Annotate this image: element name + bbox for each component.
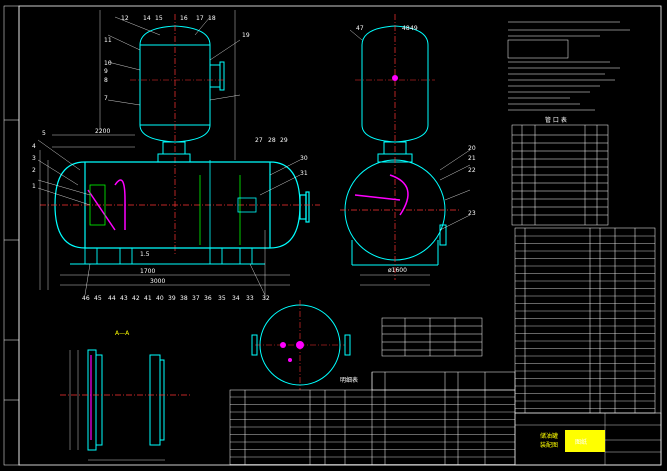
callout-1: 1 xyxy=(32,183,36,190)
callout-45: 45 xyxy=(94,295,102,302)
horizontal-vessel xyxy=(54,161,310,249)
callout-20: 20 xyxy=(468,145,476,152)
callout-2: 2 xyxy=(32,167,36,174)
title-stamp xyxy=(565,430,605,452)
callout-19: 19 xyxy=(242,32,250,39)
callout-35: 35 xyxy=(218,295,226,302)
callout-31: 31 xyxy=(300,170,308,177)
callout-40: 40 xyxy=(156,295,164,302)
callout-10: 10 xyxy=(104,60,112,67)
dim-width-text: 2200 xyxy=(95,128,110,135)
callout-15: 15 xyxy=(155,15,163,22)
callout-43: 43 xyxy=(120,295,128,302)
callout-16: 16 xyxy=(180,15,188,22)
callout-14: 14 xyxy=(143,15,151,22)
callouts-left: 5 4 3 2 1 xyxy=(32,130,46,190)
main-vessel-front-view: 3000 1700 2200 12 14 15 16 xyxy=(32,10,320,302)
callout-44: 44 xyxy=(108,295,116,302)
title-block-line1: 储油罐 xyxy=(540,432,558,440)
internal-details xyxy=(87,179,126,231)
callout-46: 46 xyxy=(82,295,90,302)
callout-49: 49 xyxy=(410,25,418,32)
callout-30: 30 xyxy=(300,155,308,162)
drawing-frame xyxy=(3,5,662,466)
callout-4: 4 xyxy=(32,143,36,150)
callout-3: 3 xyxy=(32,155,36,162)
title-block-line2: 装配图 xyxy=(540,441,558,449)
callout-29: 29 xyxy=(280,137,288,144)
callout-42: 42 xyxy=(132,295,140,302)
callout-11: 11 xyxy=(104,37,112,44)
callout-47: 47 xyxy=(356,25,364,32)
dimension-lines xyxy=(39,10,290,300)
design-data-table xyxy=(381,317,483,357)
callouts-top: 12 14 15 16 17 18 11 10 9 8 7 19 27 28 2… xyxy=(104,15,308,177)
saddle-supports xyxy=(70,247,265,265)
callout-18: 18 xyxy=(208,15,216,22)
parts-list-title: 明细表 xyxy=(340,376,358,384)
section-a-a: A—A xyxy=(60,330,190,461)
callout-leaders xyxy=(37,16,301,296)
callout-34: 34 xyxy=(232,295,240,302)
top-view-plate xyxy=(251,300,351,390)
callout-48: 48 xyxy=(402,25,410,32)
side-view: 47 48 49 20 21 22 23 ø1600 xyxy=(340,14,476,286)
dim-diameter-text: ø1600 xyxy=(388,267,407,274)
parts-list-right xyxy=(514,227,656,414)
callout-37: 37 xyxy=(192,295,200,302)
dim-section-text: 1.5 xyxy=(140,251,150,258)
technical-notes xyxy=(507,21,630,111)
parts-list-bottom xyxy=(229,371,516,466)
callout-12: 12 xyxy=(121,15,129,22)
title-stamp-text: 图纸 xyxy=(575,438,587,446)
callouts-bottom: 46 45 44 43 42 41 40 39 38 37 36 35 34 3… xyxy=(82,295,270,302)
nozzle-table-title: 管 口 表 xyxy=(545,116,567,124)
callout-21: 21 xyxy=(468,155,476,162)
callout-22: 22 xyxy=(468,167,476,174)
dim-length-text: 3000 xyxy=(150,278,165,285)
callout-41: 41 xyxy=(144,295,152,302)
nozzle-table xyxy=(511,124,609,226)
callout-8: 8 xyxy=(104,77,108,84)
callout-27: 27 xyxy=(255,137,263,144)
section-label: A—A xyxy=(115,330,130,337)
callout-36: 36 xyxy=(204,295,212,302)
callout-5: 5 xyxy=(42,130,46,137)
callout-28: 28 xyxy=(268,137,276,144)
dim-span-text: 1700 xyxy=(140,268,155,275)
title-block: 储油罐 装配图 图纸 xyxy=(514,412,662,466)
callout-7: 7 xyxy=(104,95,108,102)
callout-33: 33 xyxy=(246,295,254,302)
callout-9: 9 xyxy=(104,68,108,75)
callout-23: 23 xyxy=(468,210,476,217)
callout-32: 32 xyxy=(262,295,270,302)
callout-17: 17 xyxy=(196,15,204,22)
callout-38: 38 xyxy=(180,295,188,302)
callout-39: 39 xyxy=(168,295,176,302)
upper-vessel xyxy=(139,25,225,163)
